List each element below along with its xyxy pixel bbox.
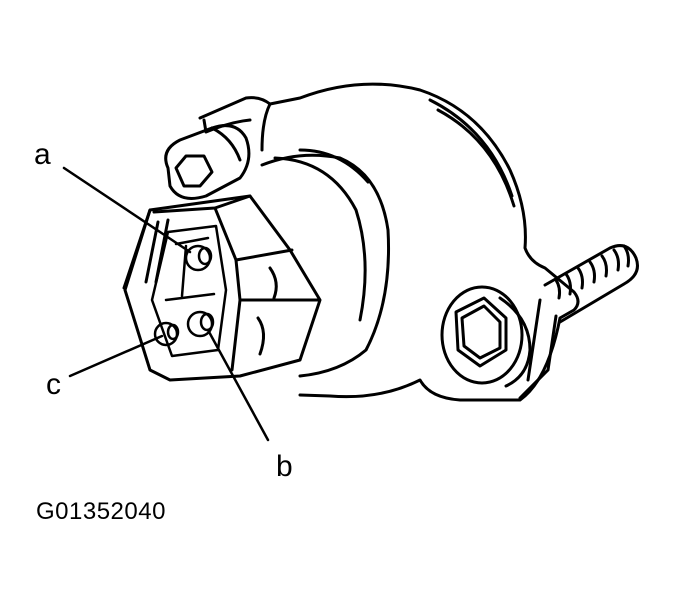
upper-bolt bbox=[164, 124, 251, 200]
callout-label-a: a bbox=[34, 138, 51, 171]
sensor-neck bbox=[260, 148, 390, 378]
sensor-housing bbox=[198, 82, 580, 402]
threaded-stud bbox=[543, 244, 639, 324]
callout-label-c: c bbox=[46, 368, 61, 401]
figure-id: G01352040 bbox=[36, 498, 166, 525]
hex-connector bbox=[122, 194, 322, 382]
leader-line-a bbox=[62, 166, 192, 254]
leader-lines bbox=[62, 166, 270, 442]
callout-label-b: b bbox=[276, 450, 293, 483]
leader-line-b bbox=[206, 328, 270, 442]
pin-a bbox=[184, 244, 213, 272]
leader-line-c bbox=[68, 334, 164, 378]
pin-c bbox=[153, 321, 180, 347]
lower-bolt bbox=[440, 285, 532, 388]
